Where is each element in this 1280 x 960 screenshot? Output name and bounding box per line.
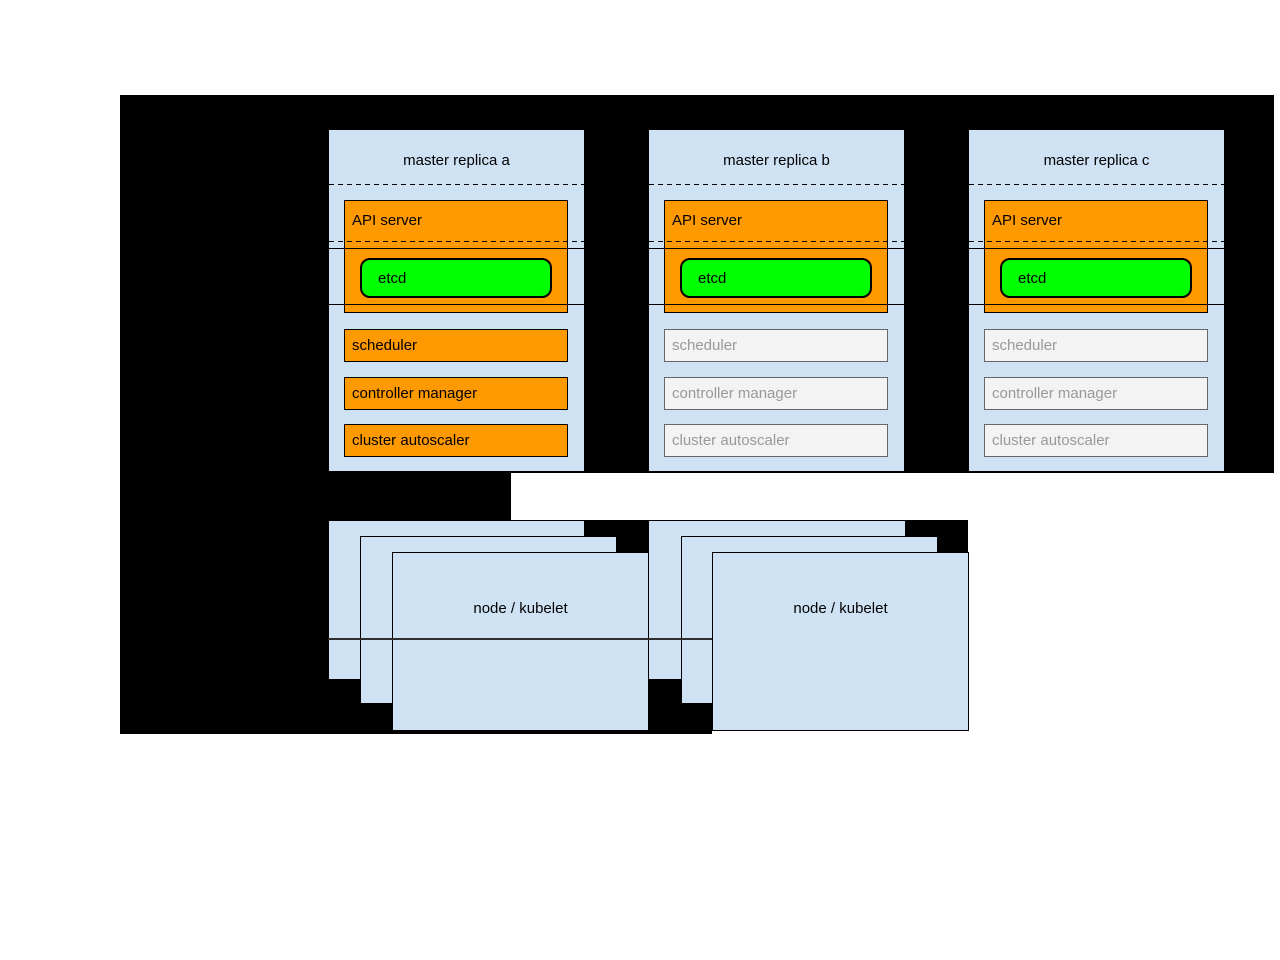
lane-divider-dashed-2-b — [649, 241, 904, 242]
controller-manager-label-c: controller manager — [992, 385, 1118, 402]
scheduler-box-c: scheduler — [984, 329, 1208, 362]
lane-divider-dashed-2-a — [329, 241, 584, 242]
master-replica-a-box: master replica a API server etcd schedul… — [328, 129, 585, 472]
scheduler-label-a: scheduler — [352, 337, 418, 354]
master-replica-b-box: master replica b API server etcd schedul… — [648, 129, 905, 472]
lane-divider-solid-2-b — [649, 304, 904, 305]
scheduler-box-b: scheduler — [664, 329, 888, 362]
lane-divider-dashed-1-a — [329, 184, 584, 185]
etcd-label-c: etcd — [1018, 269, 1047, 287]
cluster-autoscaler-label-c: cluster autoscaler — [992, 432, 1110, 449]
node-kubelet-card-left-front: node / kubelet — [392, 552, 649, 731]
cluster-autoscaler-box-b: cluster autoscaler — [664, 424, 888, 457]
controller-manager-label-b: controller manager — [672, 385, 798, 402]
etcd-box-b: etcd — [680, 258, 872, 298]
lane-divider-solid-2-a — [329, 304, 584, 305]
node-kubelet-label-left: node / kubelet — [473, 600, 568, 617]
lane-divider-dashed-1-b — [649, 184, 904, 185]
cluster-autoscaler-label-a: cluster autoscaler — [352, 432, 470, 449]
lane-divider-solid-1-c — [969, 248, 1224, 249]
lane-divider-solid-1-b — [649, 248, 904, 249]
etcd-label-b: etcd — [698, 269, 727, 287]
cluster-autoscaler-box-a: cluster autoscaler — [344, 424, 568, 457]
node-kubelet-card-right-front: node / kubelet — [712, 552, 969, 731]
node-lane-divider-line — [328, 638, 712, 640]
lane-divider-dashed-2-c — [969, 241, 1224, 242]
master-replica-a-title: master replica a — [403, 152, 510, 169]
cluster-autoscaler-label-b: cluster autoscaler — [672, 432, 790, 449]
controller-manager-box-a: controller manager — [344, 377, 568, 410]
controller-manager-box-b: controller manager — [664, 377, 888, 410]
api-server-label-c: API server — [992, 212, 1063, 229]
master-replica-c-box: master replica c API server etcd schedul… — [968, 129, 1225, 472]
scheduler-box-a: scheduler — [344, 329, 568, 362]
controller-manager-label-a: controller manager — [352, 385, 478, 402]
api-server-label-a: API server — [352, 212, 423, 229]
node-kubelet-label-right: node / kubelet — [793, 600, 888, 617]
lane-divider-solid-1-a — [329, 248, 584, 249]
etcd-box-a: etcd — [360, 258, 552, 298]
api-server-label-b: API server — [672, 212, 743, 229]
lane-divider-solid-2-c — [969, 304, 1224, 305]
etcd-label-a: etcd — [378, 269, 407, 287]
master-replica-c-title: master replica c — [1043, 152, 1150, 169]
scheduler-label-c: scheduler — [992, 337, 1058, 354]
etcd-box-c: etcd — [1000, 258, 1192, 298]
controller-manager-box-c: controller manager — [984, 377, 1208, 410]
lane-divider-dashed-1-c — [969, 184, 1224, 185]
cluster-autoscaler-box-c: cluster autoscaler — [984, 424, 1208, 457]
master-replica-b-title: master replica b — [723, 152, 830, 169]
scheduler-label-b: scheduler — [672, 337, 738, 354]
